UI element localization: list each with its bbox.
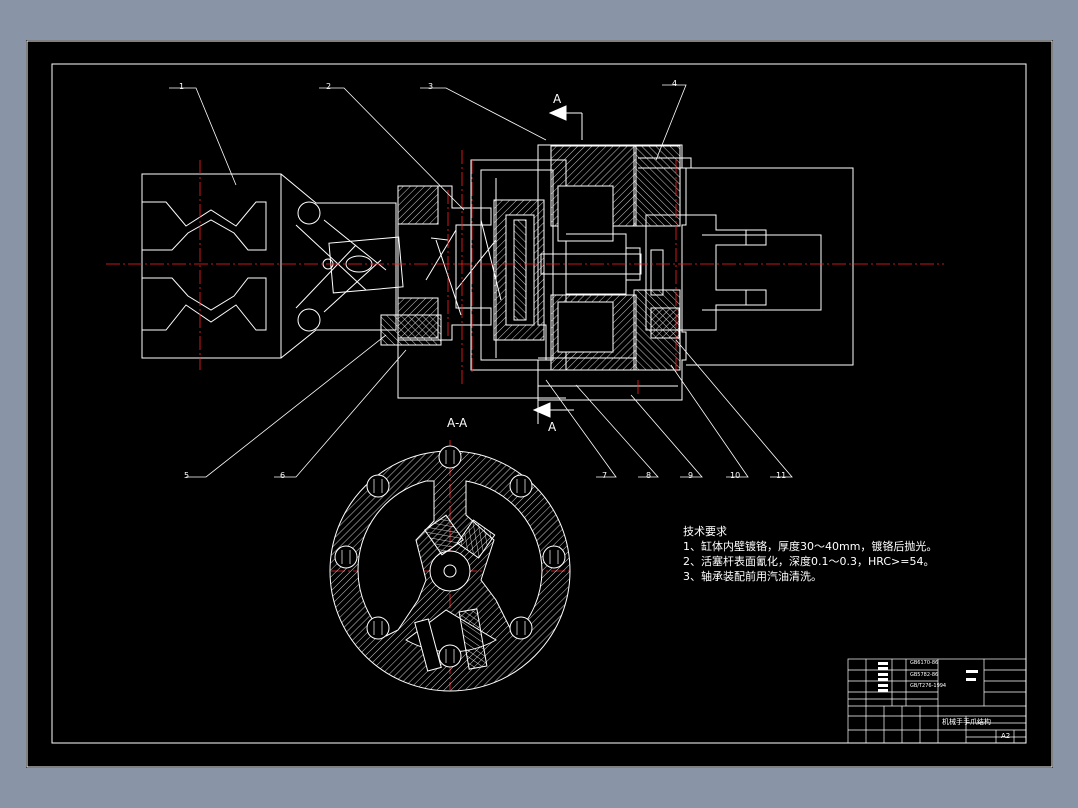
title-block-grid	[847, 658, 1027, 744]
jaw-outline	[141, 173, 397, 359]
part-number-4: 4	[672, 79, 678, 88]
drawing-title: 机械手手爪结构	[942, 718, 991, 726]
tech-requirements-title: 技术要求	[683, 525, 727, 538]
sheet-size: A2	[1001, 732, 1011, 740]
inner-frame	[51, 63, 1027, 744]
tech-requirement-1: 1、缸体内壁镀铬，厚度30～40mm，镀铬后抛光。	[683, 540, 938, 553]
upper-pin	[297, 201, 321, 225]
lower-jaw-v	[142, 277, 267, 331]
upper-jaw-v	[142, 201, 267, 251]
bolt-lower	[538, 357, 637, 371]
bolt-upper	[638, 157, 692, 169]
lower-pin	[297, 308, 321, 332]
part-number-8: 8	[646, 471, 652, 480]
part-number-2: 2	[326, 82, 332, 91]
section-letter-top: A	[553, 92, 562, 106]
part-number-5: 5	[184, 471, 190, 480]
assembly-drawing	[26, 40, 1053, 768]
section-letter-bottom: A	[548, 420, 557, 434]
standard-2: GB5782-86	[910, 672, 939, 678]
tech-requirement-3: 3、轴承装配前用汽油清洗。	[683, 570, 822, 583]
title-block-fills	[878, 662, 978, 692]
inner-cavity	[357, 480, 435, 637]
part-number-9: 9	[688, 471, 694, 480]
outer-frame	[26, 40, 1053, 768]
section-view-aa	[329, 445, 571, 692]
sensor-bracket	[686, 167, 854, 366]
drawing-sheet: 1 2 3 4 5 6 7 8 9 10 11 A A A-A 技术要求 1、缸…	[26, 40, 1053, 768]
part-number-10: 10	[730, 471, 741, 480]
main-view	[141, 144, 854, 424]
leader-lines	[169, 84, 793, 478]
part-number-11: 11	[776, 471, 787, 480]
tech-requirement-2: 2、活塞杆表面氰化，深度0.1～0.3，HRC>=54。	[683, 555, 935, 568]
part-number-1: 1	[179, 82, 185, 91]
part-number-3: 3	[428, 82, 434, 91]
front-cover	[397, 185, 492, 341]
part-number-6: 6	[280, 471, 286, 480]
section-title: A-A	[447, 416, 468, 430]
standard-1: GB6170-86	[910, 660, 939, 666]
connecting-link	[328, 236, 404, 294]
standard-3: GB/T276-1994	[910, 683, 947, 689]
cylinder-body	[470, 159, 567, 371]
section-markers	[532, 105, 583, 418]
part-number-7: 7	[602, 471, 608, 480]
technical-requirements: 技术要求 1、缸体内壁镀铬，厚度30～40mm，镀铬后抛光。 2、活塞杆表面氰化…	[683, 524, 937, 584]
